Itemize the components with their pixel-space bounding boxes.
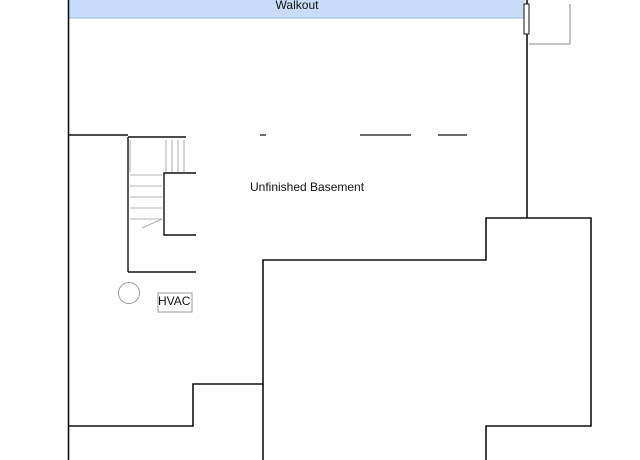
stair-treads xyxy=(129,140,185,229)
exterior-walls xyxy=(67,0,592,460)
hvac-label: HVAC xyxy=(158,294,191,308)
walkout-label: Walkout xyxy=(275,0,319,12)
stair-enclosure xyxy=(127,136,196,273)
hvac-unit xyxy=(157,292,193,313)
water-heater-symbol xyxy=(118,282,140,304)
walkout-area xyxy=(69,0,525,18)
exterior-door xyxy=(523,3,571,45)
room-label: Unfinished Basement xyxy=(250,180,365,194)
